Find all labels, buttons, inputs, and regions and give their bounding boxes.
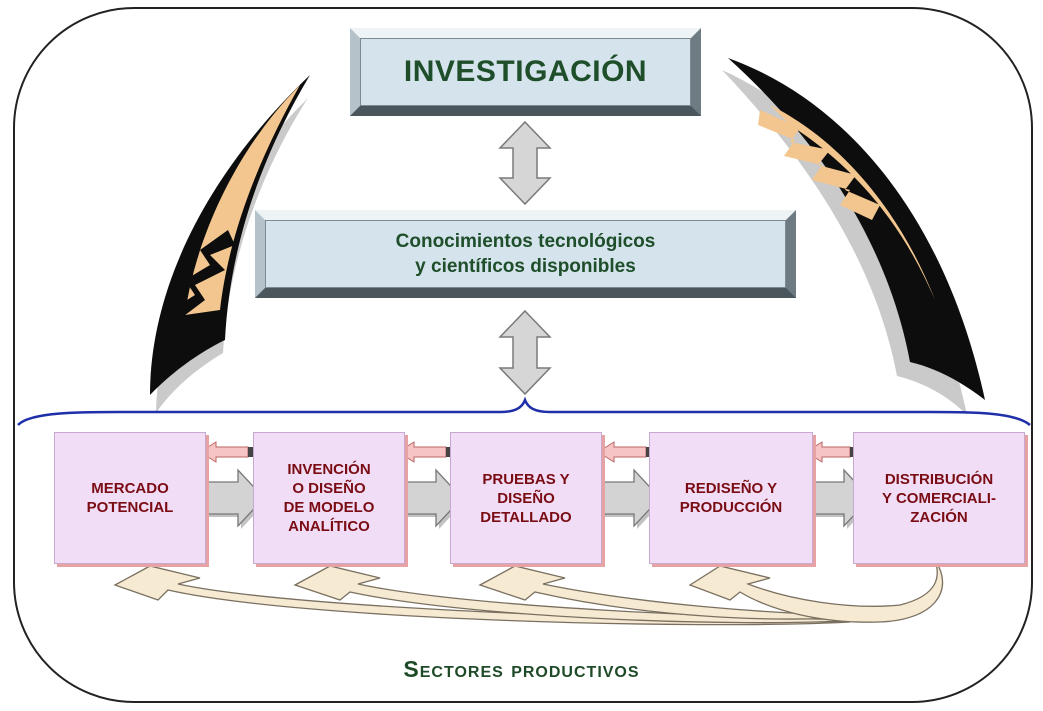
stage-label: INVENCIÓN O DISEÑO DE MODELO ANALÍTICO (284, 460, 375, 536)
stage-line: ANALÍTICO (288, 518, 370, 535)
forward-arrow-icon (197, 468, 267, 529)
stage-line: O DISEÑO (292, 480, 366, 497)
stage-line: PRUEBAS Y (482, 470, 570, 488)
feedback-arrow-icon (597, 441, 651, 463)
stage-line: INVENCIÓN (287, 461, 371, 478)
stage-line: DE MODELO (283, 499, 375, 516)
investigacion-box: INVESTIGACIÓN (350, 28, 701, 116)
stage-mercado-potencial: MERCADO POTENCIAL (54, 432, 206, 564)
feedback-arrow-icon (805, 441, 855, 463)
stage-line: DISEÑO (497, 489, 555, 507)
stage-line: POTENCIAL (86, 499, 174, 516)
curly-brace (17, 396, 1031, 426)
stage-line: PRODUCCIÓN (679, 499, 783, 516)
stage-label: PRUEBAS Y DISEÑO DETALLADO (480, 470, 571, 527)
double-arrow-upper-icon (498, 120, 552, 206)
stage-line: Y COMERCIALI- (882, 489, 996, 507)
stage-rediseno: REDISEÑO Y PRODUCCIÓN (649, 432, 813, 564)
stage-pruebas: PRUEBAS Y DISEÑO DETALLADO (450, 432, 602, 564)
conocimientos-line-2: y científicos disponibles (415, 256, 636, 277)
stage-line: DETALLADO (480, 508, 572, 526)
stage-line: DISTRIBUCIÓN (884, 470, 994, 488)
sectores-productivos-title: Sectores productivos (403, 656, 640, 682)
bottom-return-arrows-icon (113, 559, 944, 626)
left-curved-arrow-icon (150, 75, 310, 413)
feedback-arrow-icon (397, 441, 451, 463)
stage-line: MERCADO (91, 480, 169, 497)
stage-invencion: INVENCIÓN O DISEÑO DE MODELO ANALÍTICO (253, 432, 405, 564)
forward-arrow-icon (395, 468, 465, 529)
feedback-arrow-icon (199, 441, 253, 463)
stage-line: ZACIÓN (910, 508, 968, 526)
investigacion-label: INVESTIGACIÓN (403, 55, 648, 88)
stage-label: REDISEÑO Y PRODUCCIÓN (680, 479, 783, 517)
double-arrow-lower-icon (498, 309, 552, 396)
conocimientos-line-1: Conocimientos tecnológicos (395, 231, 656, 252)
stage-label: MERCADO POTENCIAL (87, 479, 174, 517)
stage-line: REDISEÑO Y (684, 480, 778, 497)
conocimientos-label: Conocimientos tecnológicos y científicos… (396, 229, 656, 279)
stage-label: DISTRIBUCIÓN Y COMERCIALI- ZACIÓN (882, 470, 996, 527)
stage-distribucion: DISTRIBUCIÓN Y COMERCIALI- ZACIÓN (853, 432, 1025, 564)
conocimientos-box: Conocimientos tecnológicos y científicos… (255, 210, 796, 298)
right-curved-arrow-icon (722, 58, 985, 415)
